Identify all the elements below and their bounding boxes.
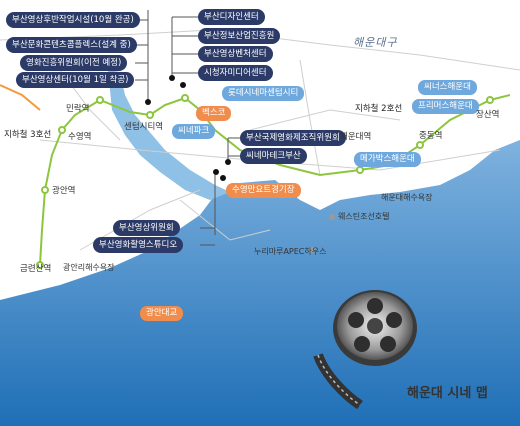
station-label: 센텀시티역 [124, 122, 164, 132]
location-markers [145, 75, 231, 181]
line-label: 지하철 2호선 [355, 104, 403, 114]
institution-label: 부산디자인센터 [198, 9, 265, 25]
institution-label: 시청자미디어센터 [198, 65, 273, 81]
subway-line-3 [0, 84, 41, 111]
film-reel-illustration [313, 290, 417, 410]
district-label: 해운대구 [353, 36, 398, 49]
station-dot-jungdong [416, 141, 424, 149]
station-dot-gwangan [41, 186, 49, 194]
institution-label: 씨네마테크부산 [240, 148, 307, 164]
institution-label: 부산영상위원회 [113, 220, 180, 236]
station-label: 광안역 [52, 186, 76, 196]
station-label: 수영역 [68, 132, 92, 142]
station-label: 민락역 [66, 104, 90, 114]
place-label: 광안리해수욕장 [63, 263, 115, 272]
station-label: 중동역 [419, 131, 443, 141]
institution-label: 부산문화콘텐츠콤플렉스(설계 중) [6, 37, 137, 53]
station-dot-centum [146, 111, 154, 119]
line-label: 지하철 3호선 [4, 130, 52, 140]
map-title: 해운대 시네 맵 [407, 386, 488, 401]
place-label: 해운대해수욕장 [381, 193, 433, 202]
station-dot-suyeong [58, 126, 66, 134]
cinema-label: 메가박스해운대 [354, 152, 421, 167]
cinema-label: 씨너스해운대 [418, 80, 477, 95]
place-markers [309, 214, 335, 253]
institution-label: 부산영상후반작업시설(10월 완공) [6, 12, 140, 28]
cinema-label: 롯데시네마센텀시티 [222, 86, 305, 101]
institution-label: 부산정보산업진흥원 [198, 28, 281, 44]
institution-label: 부산영화촬영스튜디오 [93, 237, 184, 253]
institution-label: 영화진흥위원회(이전 예정) [20, 55, 128, 71]
place-label: 누리마루APEC하우스 [254, 247, 327, 256]
place-label: 웨스틴조선호텔 [338, 212, 390, 221]
station-label: 장산역 [476, 110, 500, 120]
station-dot-minrak [96, 96, 104, 104]
institution-label: 부산영상센터(10월 1일 착공) [16, 72, 135, 88]
station-label: 해운대역 [340, 132, 372, 142]
venue-label: 광안대교 [140, 306, 184, 321]
station-dots [36, 94, 494, 269]
station-dot-geumnyeonsan [36, 261, 44, 269]
station-dot-bexco [181, 94, 189, 102]
station-dot-jangsan [486, 96, 494, 104]
venue-label: 벡스코 [196, 106, 232, 121]
leader-lines [135, 10, 240, 246]
station-dot-haeundae [356, 166, 364, 174]
cinema-label: 프리머스해운대 [412, 99, 479, 114]
institution-label: 부산국제영화제조직위원회 [240, 130, 346, 146]
station-label: 금련산역 [20, 264, 52, 274]
cinema-label: 씨네파크 [172, 124, 216, 139]
institution-label: 부산영상벤처센터 [198, 46, 273, 62]
venue-label: 수영만요트경기장 [226, 183, 301, 198]
